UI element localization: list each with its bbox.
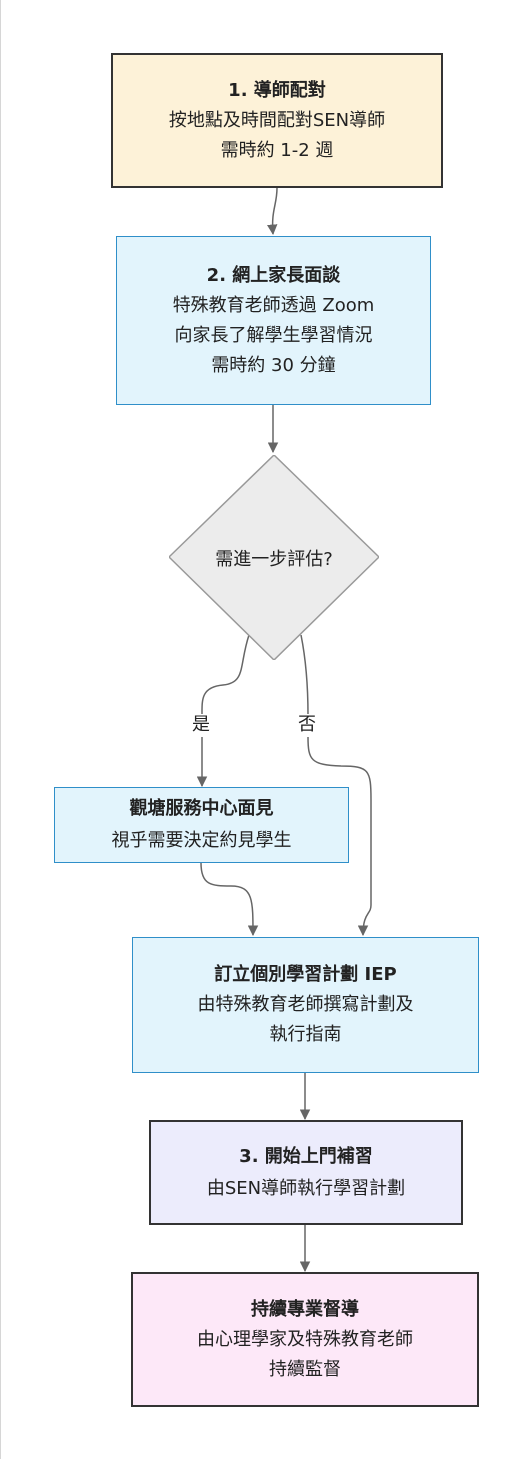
node-line: 由特殊教育老師撰寫計劃及: [197, 994, 414, 1015]
decision-diamond-shape: [169, 455, 379, 660]
node-line: 視乎需要決定約見學生: [111, 830, 292, 851]
edge-label-yes: 是: [189, 714, 213, 736]
node-line: 由心理學家及特殊教育老師: [197, 1328, 413, 1350]
edge-match-to-interview: [266, 187, 278, 236]
edge-label-no: 否: [295, 714, 319, 736]
node-line: 由SEN導師執行學習計劃: [206, 1177, 406, 1199]
node-title: 3. 開始上門補習: [239, 1145, 373, 1167]
node-line: 按地點及時間配對SEN導師: [168, 109, 386, 131]
node-line: 向家長了解學生學習情況: [174, 324, 373, 346]
node-start-tutoring: 3. 開始上門補習 由SEN導師執行學習計劃: [149, 1120, 463, 1225]
node-title: 2. 網上家長面談: [206, 264, 341, 286]
node-title: 觀塘服務中心面見: [129, 798, 274, 819]
node-line: 特殊教育老師透過 Zoom: [172, 294, 375, 316]
node-ongoing-supervision: 持續專業督導 由心理學家及特殊教育老師 持續監督: [131, 1272, 479, 1407]
node-title: 訂立個別學習計劃 IEP: [214, 964, 397, 985]
node-line: 需時約 30 分鐘: [211, 354, 336, 376]
node-tutor-matching: 1. 導師配對 按地點及時間配對SEN導師 需時約 1-2 週: [111, 53, 443, 188]
node-line: 執行指南: [269, 1024, 342, 1045]
node-assessment-decision: 需進一步評估?: [169, 455, 379, 660]
node-parent-interview: 2. 網上家長面談 特殊教育老師透過 Zoom 向家長了解學生學習情況 需時約 …: [116, 236, 431, 405]
node-title: 1. 導師配對: [228, 79, 326, 101]
node-title: 持續專業督導: [251, 1298, 359, 1320]
node-center-meeting: 觀塘服務中心面見 視乎需要決定約見學生: [54, 787, 349, 863]
edge-decision-to-iep: [300, 634, 371, 935]
edge-meet-to-iep: [200, 862, 259, 937]
decision-label: 需進一步評估?: [215, 548, 333, 570]
node-line: 需時約 1-2 週: [220, 139, 334, 161]
node-iep-plan: 訂立個別學習計劃 IEP 由特殊教育老師撰寫計劃及 執行指南: [132, 937, 479, 1073]
node-line: 持續監督: [269, 1358, 341, 1380]
